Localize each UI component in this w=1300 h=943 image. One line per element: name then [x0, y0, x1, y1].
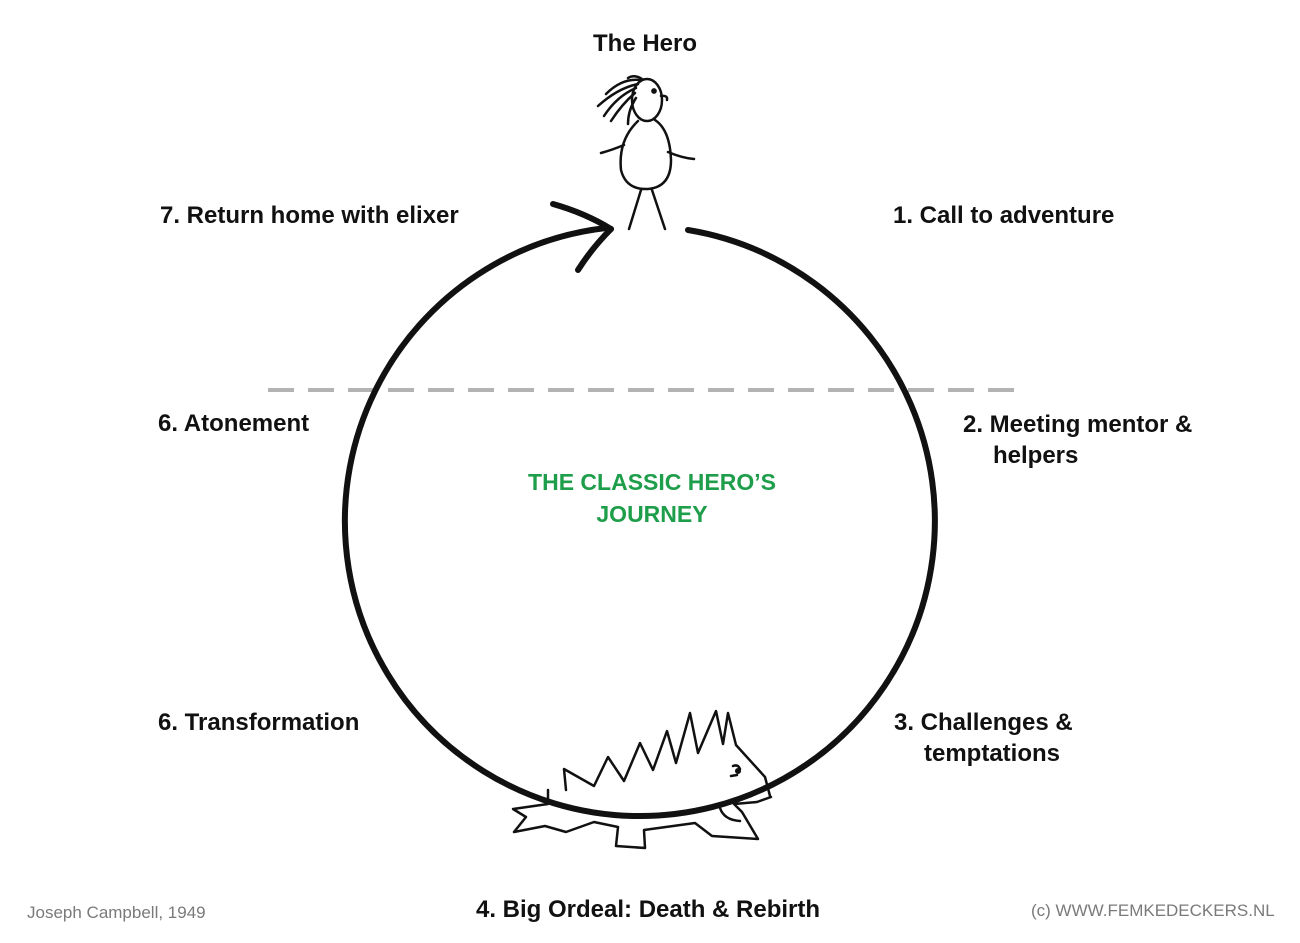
diagram-title-line1: THE CLASSIC HERO’S	[528, 469, 776, 495]
stage-challenges: 3. Challenges & temptations	[894, 707, 1073, 769]
stage-challenges-line2: temptations	[924, 740, 1061, 767]
stage-challenges-line1: 3. Challenges &	[894, 709, 1073, 736]
stage-meeting-mentor-line1: 2. Meeting mentor &	[963, 411, 1193, 438]
footer-credit: Joseph Campbell, 1949	[27, 903, 206, 922]
spiky-monster-icon	[511, 709, 773, 850]
stage-big-ordeal: 4. Big Ordeal: Death & Rebirth	[476, 896, 821, 923]
journey-circle	[341, 225, 938, 819]
stage-meeting-mentor-line2: helpers	[993, 442, 1079, 469]
stage-atonement: 6. Atonement	[158, 410, 310, 437]
arrowhead-icon	[550, 201, 614, 273]
stage-meeting-mentor: 2. Meeting mentor & helpers	[963, 409, 1192, 471]
diagram-title: THE CLASSIC HERO’S JOURNEY	[440, 466, 864, 530]
stage-transformation: 6. Transformation	[158, 709, 360, 736]
stage-call-to-adventure: 1. Call to adventure	[893, 202, 1115, 229]
hero-label: The Hero	[593, 30, 698, 57]
stage-return-home: 7. Return home with elixer	[160, 202, 459, 229]
footer-copyright: (c) WWW.FEMKEDECKERS.NL	[1031, 901, 1275, 920]
diagram-title-line2: JOURNEY	[596, 501, 708, 527]
stick-figure-hero-icon	[596, 75, 696, 231]
